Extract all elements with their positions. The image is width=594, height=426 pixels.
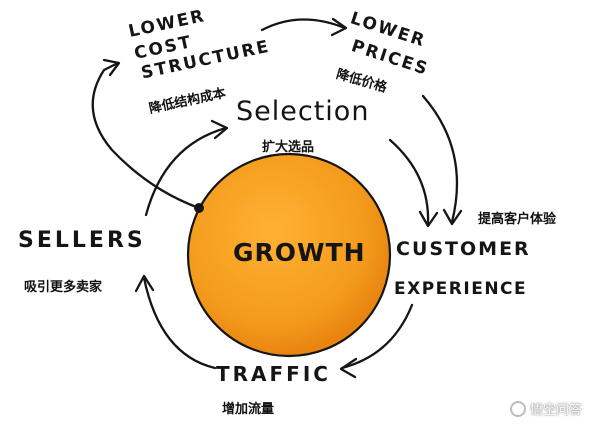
arrow-cost-to-prices [260,18,347,32]
arrow-prices-to-customer [421,94,459,224]
node-traffic-cn: 增加流量 [222,402,275,417]
watermark: 悟空问答 [509,399,582,418]
node-traffic-label: TRAFFIC [216,362,331,386]
arrow-sellers-to-selection [144,126,228,217]
node-customer-line2: EXPERIENCE [394,279,528,299]
arrow-selection-to-customer [388,138,430,226]
node-selection-label: Selection [236,96,370,127]
growth-label: GROWTH [233,238,366,267]
growth-circle [186,152,392,358]
node-sellers-cn: 吸引更多卖家 [24,280,103,295]
watermark-text: 悟空问答 [529,403,582,418]
node-customer-line1: CUSTOMER [396,238,531,260]
node-customer-cn: 提高客户体验 [478,212,557,227]
node-sellers-label: SELLERS [18,228,146,253]
arrow-customer-to-traffic [340,303,414,370]
watermark-logo-icon [509,400,526,417]
node-selection-cn: 扩大选品 [262,140,315,155]
arrow-loop-to-cost [91,61,201,210]
arrow-traffic-to-sellers [142,276,217,370]
